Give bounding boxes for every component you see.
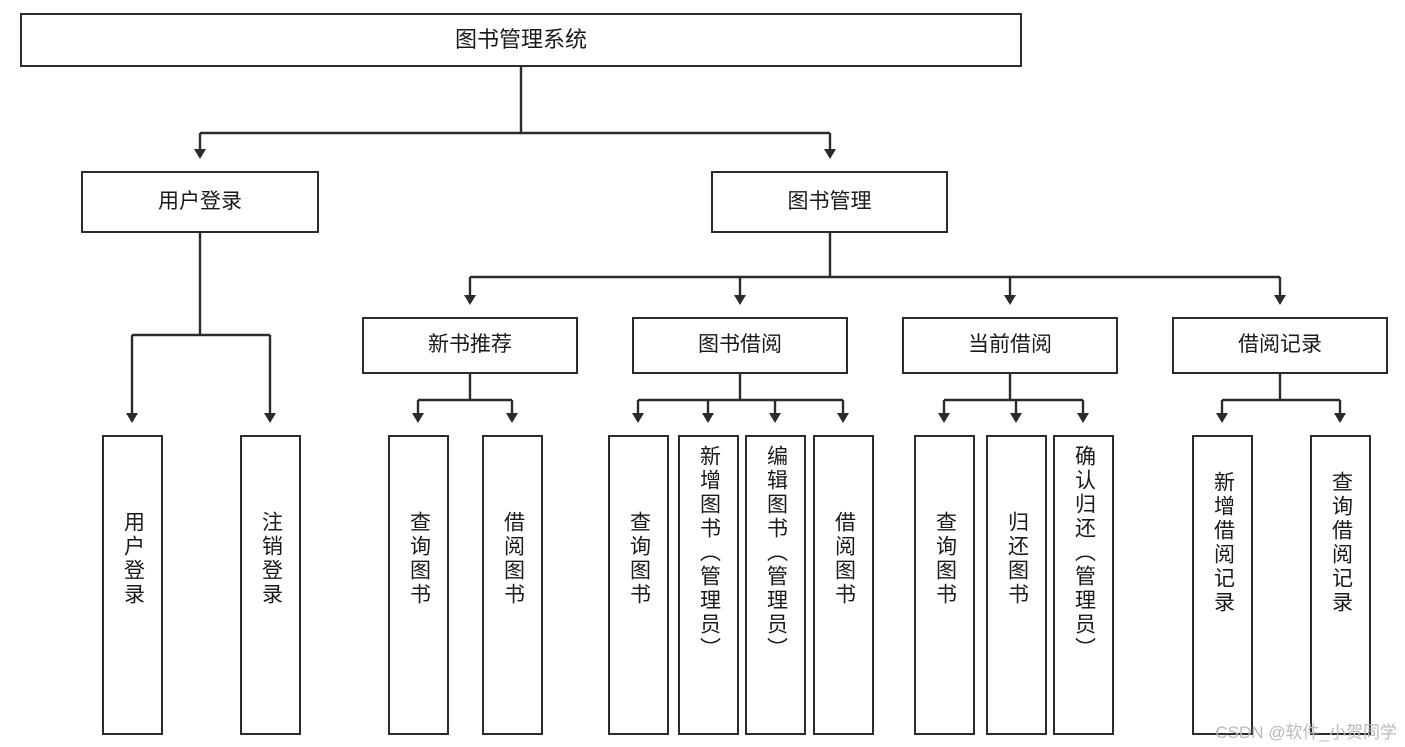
node-leaf-return-book[interactable]: 归还图书 bbox=[986, 435, 1047, 735]
node-leaf-borrow-book-recommend[interactable]: 借阅图书 bbox=[482, 435, 543, 735]
node-current-borrow-label: 当前借阅 bbox=[968, 333, 1052, 357]
node-leaf-query-book-recommend[interactable]: 查询图书 bbox=[388, 435, 449, 735]
node-leaf-query-book-recommend-label: 查询图书 bbox=[407, 511, 431, 607]
node-leaf-borrow-book-recommend-label: 借阅图书 bbox=[501, 511, 525, 607]
node-leaf-query-book-borrow[interactable]: 查询图书 bbox=[608, 435, 669, 735]
node-leaf-user-login[interactable]: 用户登录 bbox=[102, 435, 163, 735]
node-user-login[interactable]: 用户登录 bbox=[81, 171, 319, 233]
node-leaf-add-book-admin[interactable]: 新增图书（管理员） bbox=[678, 435, 739, 735]
node-root[interactable]: 图书管理系统 bbox=[20, 13, 1022, 67]
node-leaf-query-book-current-label: 查询图书 bbox=[933, 511, 957, 607]
node-new-book-recommend-label: 新书推荐 bbox=[428, 333, 512, 357]
node-new-book-recommend[interactable]: 新书推荐 bbox=[362, 317, 578, 374]
node-leaf-borrow-book-label: 借阅图书 bbox=[832, 511, 856, 607]
node-borrow-record-label: 借阅记录 bbox=[1238, 333, 1322, 357]
node-book-borrow-label: 图书借阅 bbox=[698, 333, 782, 357]
node-leaf-user-login-label: 用户登录 bbox=[121, 511, 145, 607]
node-book-management-label: 图书管理 bbox=[787, 189, 872, 213]
node-leaf-confirm-return-admin-label: 确认归还（管理员） bbox=[1072, 445, 1096, 661]
node-leaf-add-book-admin-label: 新增图书（管理员） bbox=[697, 445, 721, 661]
node-leaf-add-borrow-record[interactable]: 新增借阅记录 bbox=[1192, 435, 1253, 735]
watermark-text: CSDN @软件_小贺同学 bbox=[1215, 723, 1397, 742]
node-leaf-logout-label: 注销登录 bbox=[259, 511, 283, 607]
node-current-borrow[interactable]: 当前借阅 bbox=[902, 317, 1118, 374]
node-leaf-confirm-return-admin[interactable]: 确认归还（管理员） bbox=[1053, 435, 1114, 735]
node-book-borrow[interactable]: 图书借阅 bbox=[632, 317, 848, 374]
node-leaf-query-book-current[interactable]: 查询图书 bbox=[914, 435, 975, 735]
node-leaf-edit-book-admin[interactable]: 编辑图书（管理员） bbox=[745, 435, 806, 735]
node-leaf-query-book-borrow-label: 查询图书 bbox=[627, 511, 651, 607]
node-leaf-return-book-label: 归还图书 bbox=[1005, 511, 1029, 607]
node-leaf-logout[interactable]: 注销登录 bbox=[240, 435, 301, 735]
node-leaf-query-borrow-record-label: 查询借阅记录 bbox=[1329, 471, 1353, 615]
node-book-management[interactable]: 图书管理 bbox=[711, 171, 948, 233]
node-leaf-edit-book-admin-label: 编辑图书（管理员） bbox=[764, 445, 788, 661]
node-leaf-add-borrow-record-label: 新增借阅记录 bbox=[1211, 471, 1235, 615]
node-root-label: 图书管理系统 bbox=[454, 27, 587, 53]
node-borrow-record[interactable]: 借阅记录 bbox=[1172, 317, 1388, 374]
node-leaf-borrow-book[interactable]: 借阅图书 bbox=[813, 435, 874, 735]
node-leaf-query-borrow-record[interactable]: 查询借阅记录 bbox=[1310, 435, 1371, 735]
node-user-login-label: 用户登录 bbox=[158, 189, 242, 213]
